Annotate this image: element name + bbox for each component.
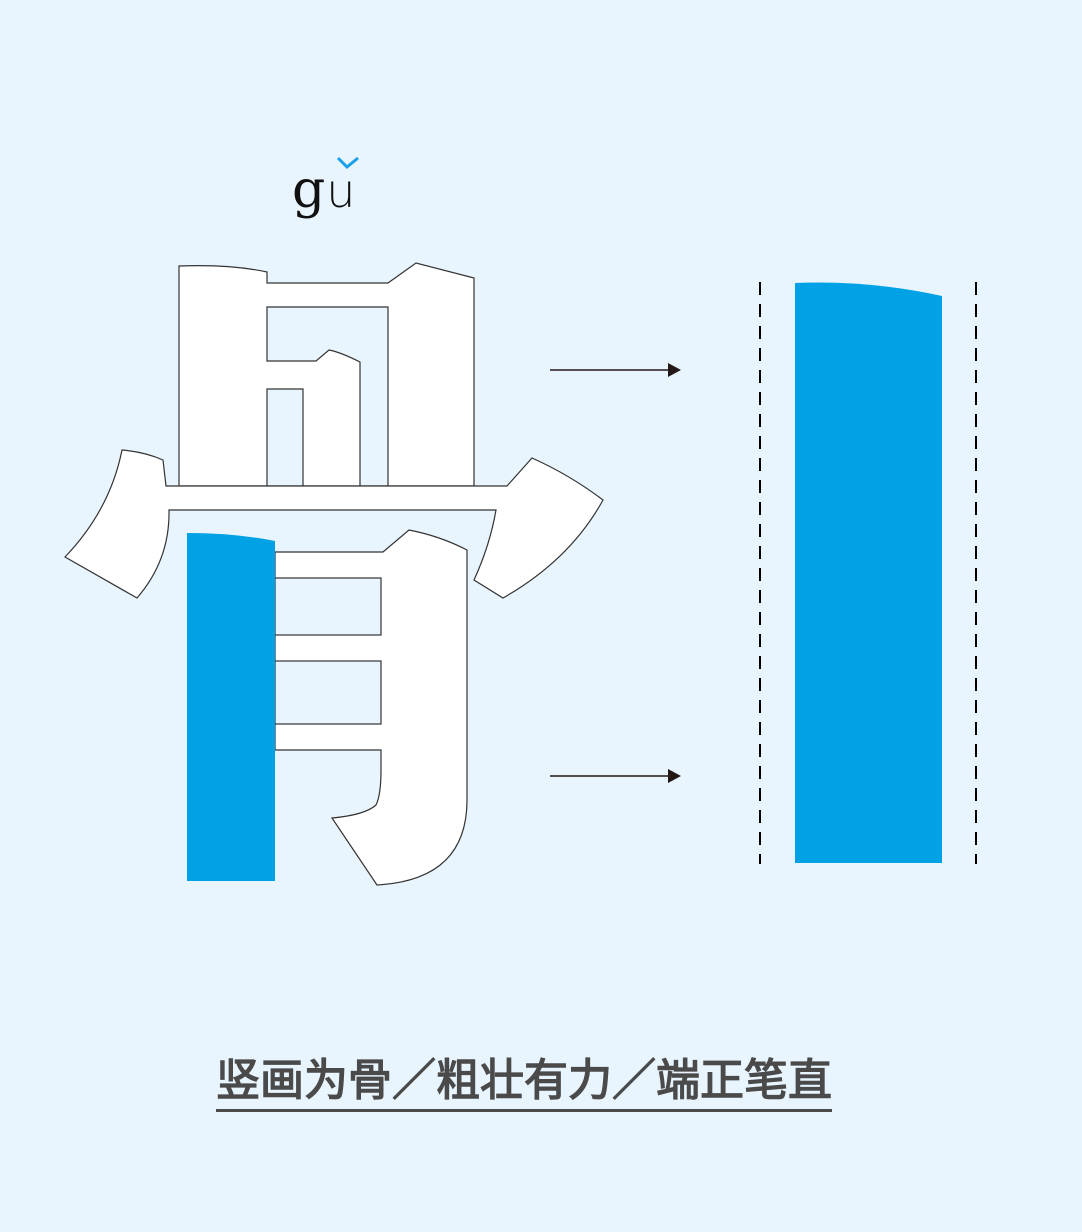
highlighted-vertical-stroke: [187, 533, 275, 881]
pinyin-vowel: u: [326, 164, 357, 218]
enlarged-vertical-stroke: [795, 282, 942, 863]
character-middle-cover: [64, 449, 604, 599]
arrow-bottom: [550, 769, 681, 783]
arrow-top: [550, 363, 681, 377]
tone-mark-icon: [336, 156, 359, 170]
character-upper-part: [178, 262, 475, 487]
caption: 竖画为骨／粗壮有力／端正笔直: [216, 1053, 832, 1112]
character-lower-hollows: [274, 577, 382, 725]
pinyin-label: gu: [292, 160, 356, 221]
pinyin-consonant: g: [292, 160, 327, 220]
